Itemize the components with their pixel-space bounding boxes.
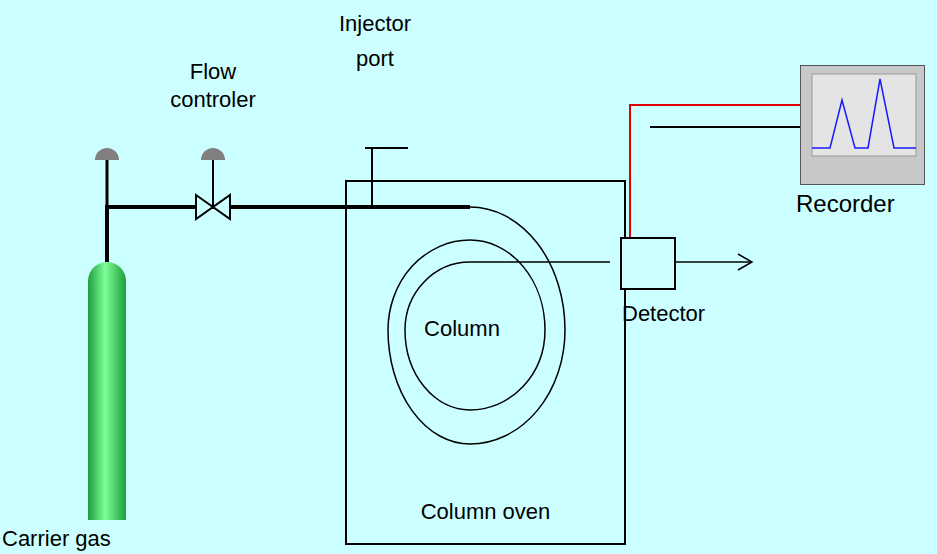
screen (812, 74, 916, 156)
column-label: Column (412, 316, 512, 342)
node-label: Carrier gas (2, 526, 111, 552)
node-label: Column oven (347, 499, 624, 525)
injector-tube (371, 148, 373, 207)
node-label: Detector (622, 301, 705, 327)
valve-stem (212, 160, 214, 207)
node-label: Recorder (796, 190, 895, 219)
valve-knob (201, 148, 225, 160)
exhaust-line (676, 261, 752, 263)
cylinder-knob (95, 148, 119, 160)
detector-box: Detector (620, 237, 676, 290)
cylinder-neck (106, 158, 109, 207)
valve-label: Flow controler (153, 58, 273, 113)
recorder-screen (801, 66, 924, 184)
recorder-box: Recorder (800, 65, 925, 185)
signal-wire (650, 126, 800, 128)
pipe-connector (630, 105, 800, 237)
cylinder-shape (88, 262, 126, 520)
cylinder-body (88, 262, 126, 520)
valve-symbol (196, 195, 230, 219)
gas-line (345, 205, 470, 209)
gas-cylinder: Carrier gas (88, 262, 126, 520)
chromatogram-trace (812, 79, 916, 148)
column-coil (388, 207, 610, 444)
column-oven: Column oven (345, 180, 626, 545)
injector-label: Injector port (325, 6, 425, 76)
exhaust-arrowhead (738, 254, 752, 270)
